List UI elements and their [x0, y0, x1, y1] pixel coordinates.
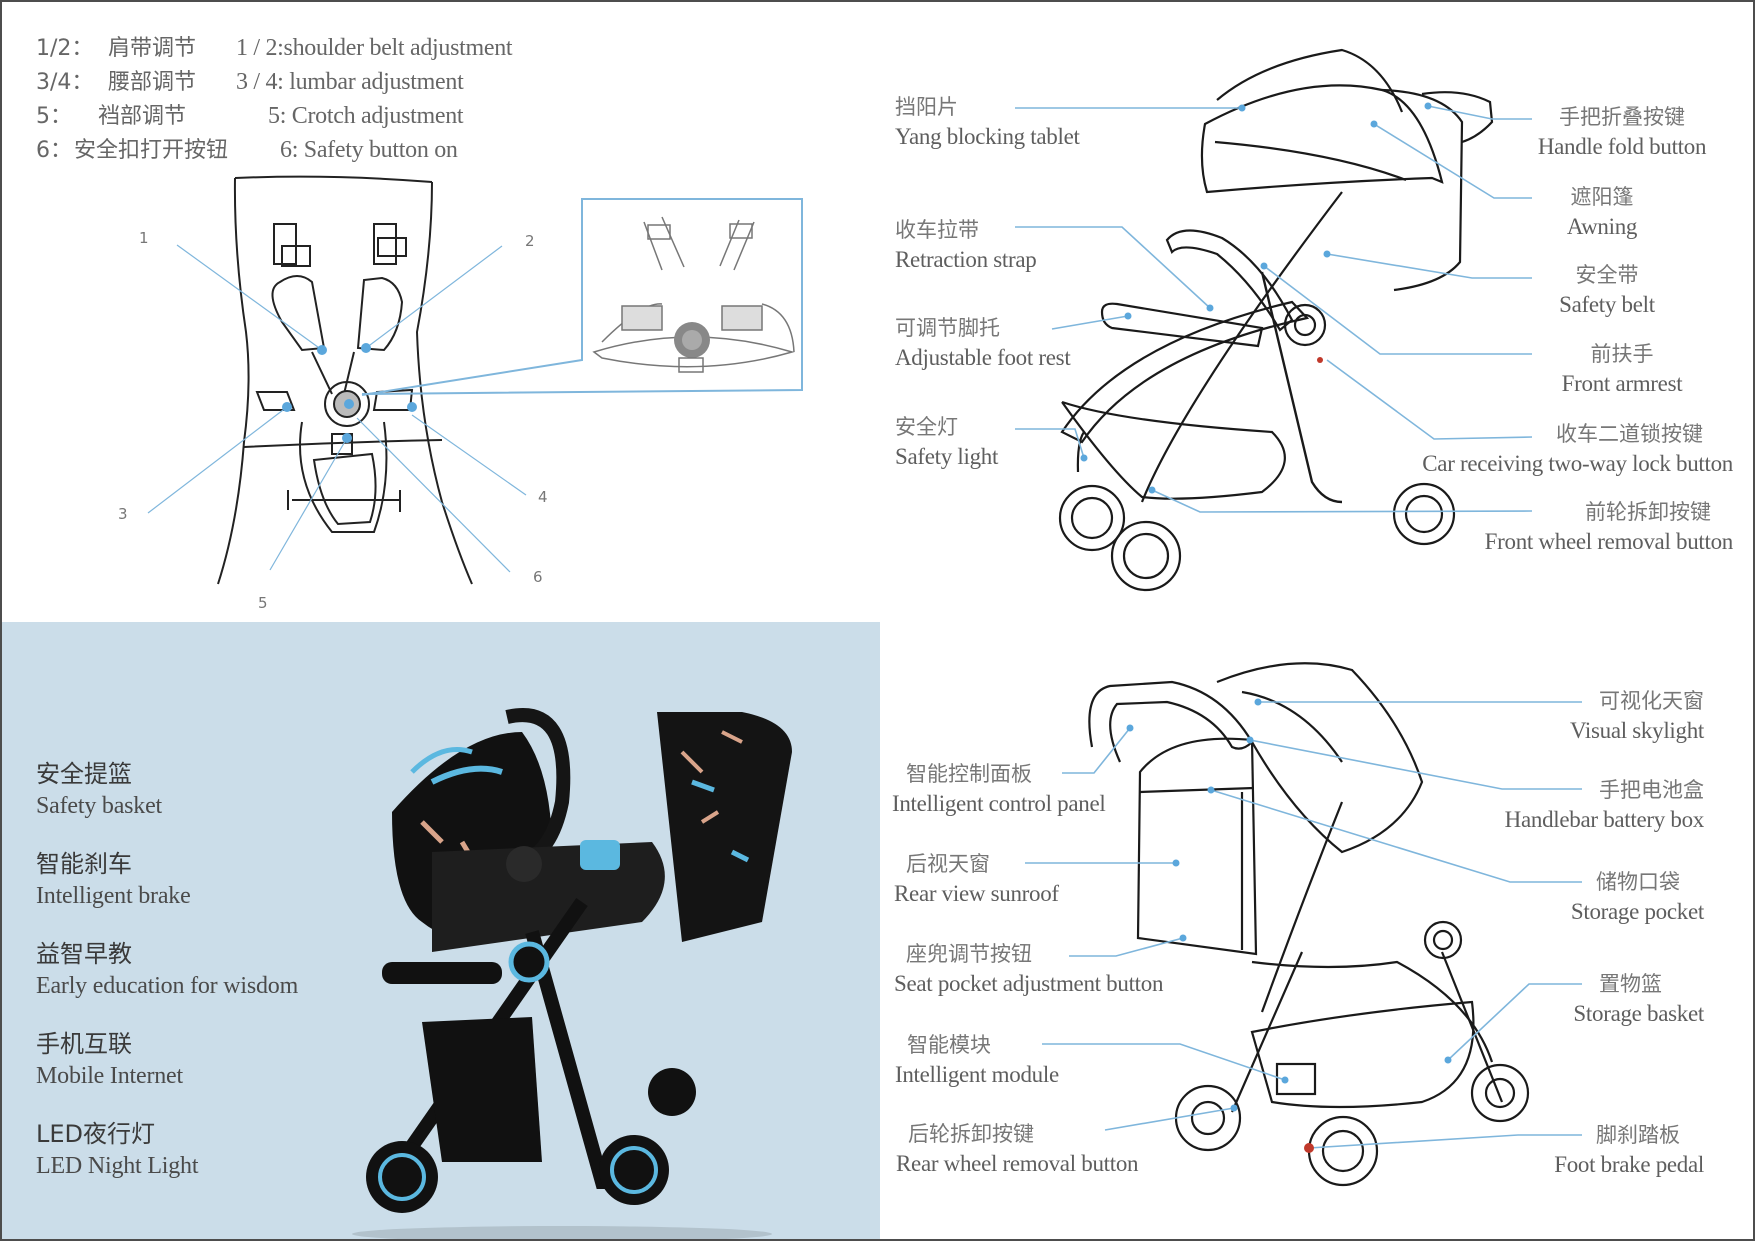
callout-number-1: 1 — [139, 229, 149, 247]
feature-safety-basket: 安全提篮 Safety basket — [36, 760, 163, 819]
feature-mobile-internet: 手机互联 Mobile Internet — [36, 1030, 183, 1089]
feature-early-education: 益智早教 Early education for wisdom — [36, 940, 299, 999]
callout-number-5: 5 — [258, 594, 268, 612]
label-yang-blocking-tablet: 挡阳片 Yang blocking tablet — [895, 95, 1080, 149]
stroller-with-car-seat-photo — [352, 708, 792, 1239]
label-safety-light: 安全灯 Safety light — [895, 415, 999, 469]
stroller-front-diagram — [1015, 48, 1533, 592]
label-storage-pocket: 储物口袋 Storage pocket — [1570, 870, 1704, 924]
feature-intelligent-brake: 智能刹车 Intelligent brake — [36, 850, 191, 909]
label-front-armrest: 前扶手 Front armrest — [1561, 342, 1683, 396]
label-handlebar-battery-box: 手把电池盒 Handlebar battery box — [1504, 778, 1705, 832]
label-storage-basket: 置物篮 Storage basket — [1573, 972, 1704, 1026]
harness-diagram — [147, 175, 803, 585]
label-intelligent-control-panel: 智能控制面板 Intelligent control panel — [892, 762, 1106, 816]
label-adjustable-foot-rest: 可调节脚托 Adjustable foot rest — [895, 316, 1071, 370]
label-foot-brake-pedal: 脚刹踏板 Foot brake pedal — [1554, 1123, 1704, 1177]
callout-number-4: 4 — [538, 488, 548, 506]
label-two-way-lock-button: 收车二道锁按键 Car receiving two-way lock butto… — [1422, 422, 1733, 476]
label-front-wheel-removal-button: 前轮拆卸按键 Front wheel removal button — [1484, 500, 1734, 554]
callout-number-2: 2 — [525, 232, 535, 250]
label-rear-view-sunroof: 后视天窗 Rear view sunroof — [894, 852, 1059, 906]
label-rear-wheel-removal-button: 后轮拆卸按键 Rear wheel removal button — [896, 1122, 1139, 1176]
callout-number-3: 3 — [118, 505, 128, 523]
feature-led-night-light: LED夜行灯 LED Night Light — [36, 1120, 199, 1179]
label-visual-skylight: 可视化天窗 Visual skylight — [1569, 689, 1704, 743]
label-intelligent-module: 智能模块 Intelligent module — [895, 1033, 1059, 1087]
label-awning: 遮阳篷 Awning — [1566, 185, 1638, 239]
label-safety-belt: 安全带 Safety belt — [1559, 263, 1655, 317]
label-retraction-strap: 收车拉带 Retraction strap — [895, 218, 1037, 272]
label-handle-fold-button: 手把折叠按键 Handle fold button — [1537, 105, 1707, 159]
label-seat-pocket-adjustment-button: 座兜调节按钮 Seat pocket adjustment button — [894, 942, 1164, 996]
product-photo-panel: 安全提篮 Safety basket 智能刹车 Intelligent brak… — [2, 622, 880, 1239]
callout-number-6: 6 — [533, 568, 543, 586]
